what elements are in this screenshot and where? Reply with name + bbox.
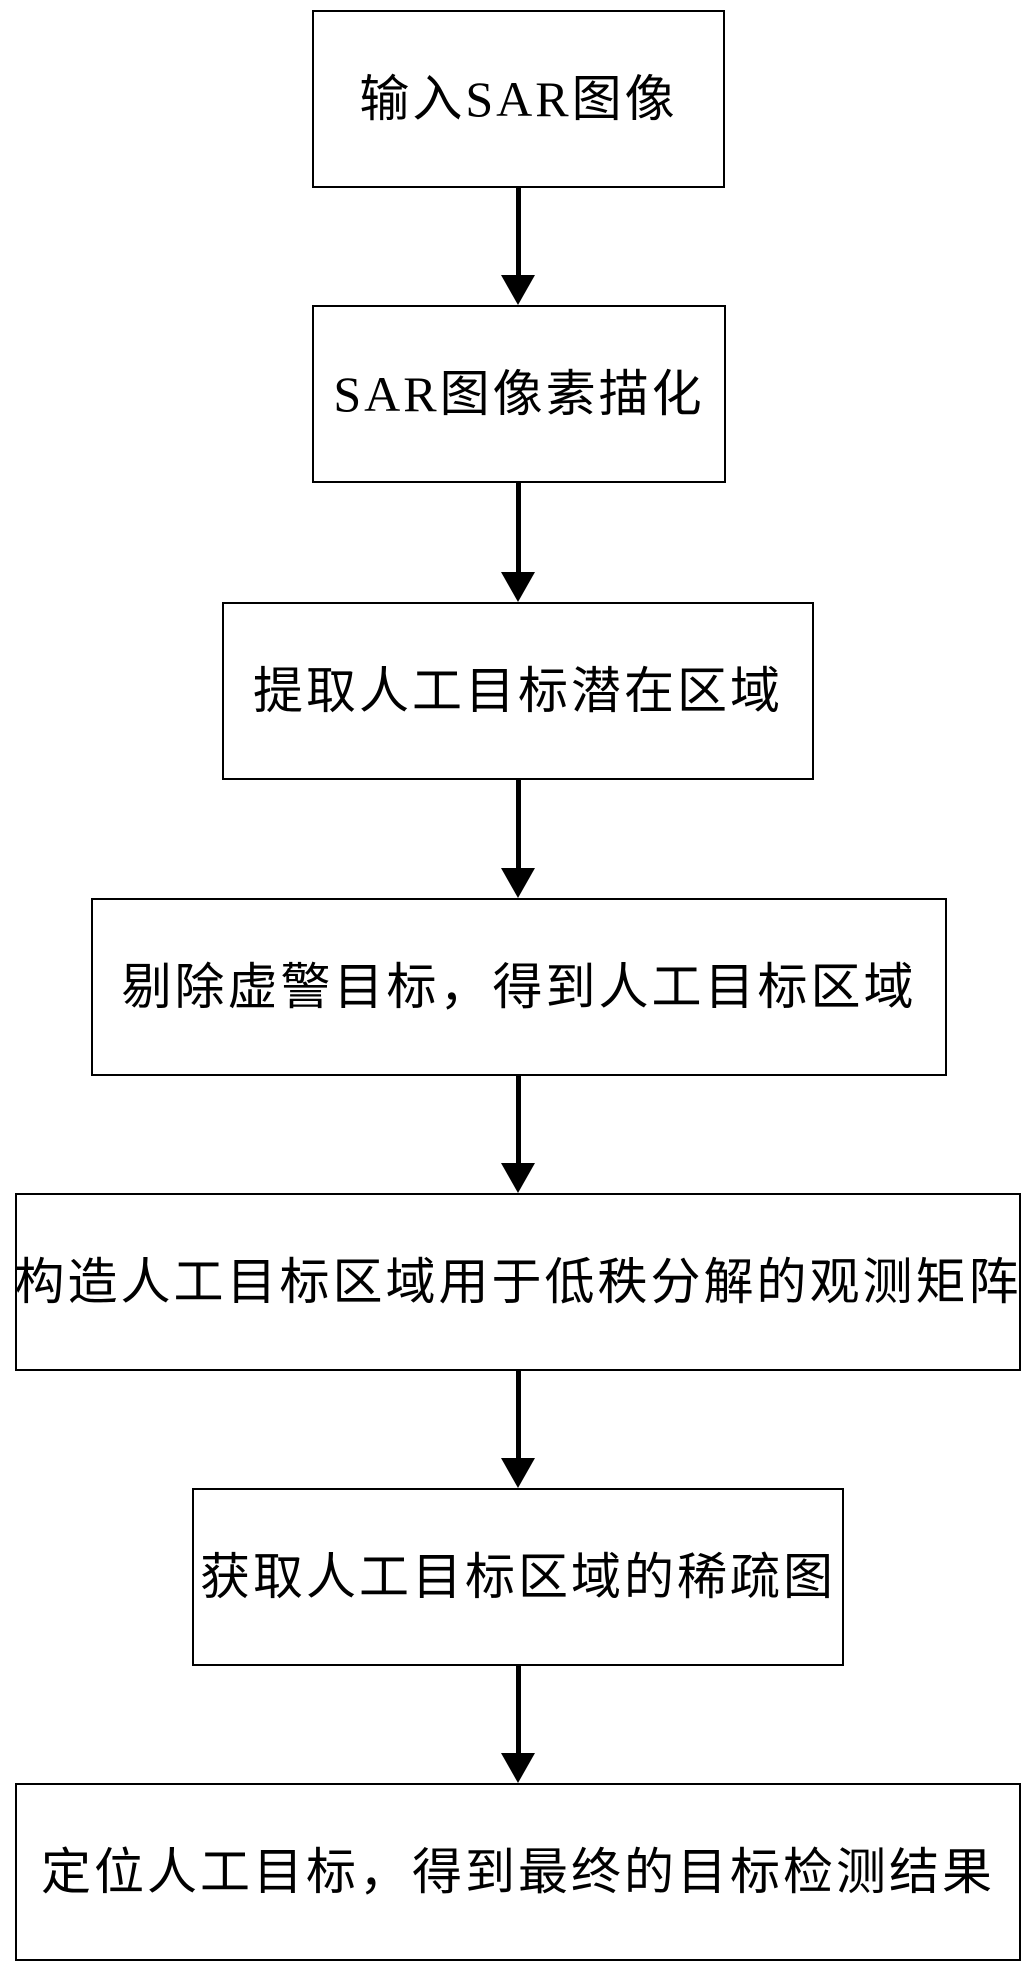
flow-node-label: 提取人工目标潜在区域 <box>253 662 783 719</box>
flow-arrow-3-4 <box>500 780 536 898</box>
flow-node-get-sparse-map: 获取人工目标区域的稀疏图 <box>192 1488 844 1666</box>
arrow-shaft <box>515 1666 521 1753</box>
arrowhead-down-icon <box>501 572 535 602</box>
flow-arrow-5-6 <box>500 1371 536 1488</box>
arrowhead-down-icon <box>501 868 535 898</box>
flow-arrow-4-5 <box>500 1076 536 1193</box>
flow-node-label: SAR图像素描化 <box>333 365 705 422</box>
flow-arrow-6-7 <box>500 1666 536 1783</box>
flow-node-sar-sketching: SAR图像素描化 <box>312 305 726 483</box>
flow-node-extract-candidate-regions: 提取人工目标潜在区域 <box>222 602 814 780</box>
flow-node-remove-false-alarms: 剔除虚警目标，得到人工目标区域 <box>91 898 947 1076</box>
flow-node-locate-targets-final-result: 定位人工目标，得到最终的目标检测结果 <box>15 1783 1021 1961</box>
arrow-shaft <box>515 188 521 275</box>
flow-node-label: 输入SAR图像 <box>359 70 678 127</box>
flow-node-label: 构造人工目标区域用于低秩分解的观测矩阵 <box>14 1253 1022 1310</box>
flow-arrow-1-2 <box>500 188 536 305</box>
flow-node-label: 获取人工目标区域的稀疏图 <box>200 1548 836 1605</box>
arrow-shaft <box>515 483 521 572</box>
arrow-shaft <box>515 780 521 868</box>
arrow-shaft <box>515 1076 521 1163</box>
arrowhead-down-icon <box>501 1753 535 1783</box>
flow-arrow-2-3 <box>500 483 536 602</box>
flow-node-input-sar-image: 输入SAR图像 <box>312 10 725 188</box>
flow-node-label: 剔除虚警目标，得到人工目标区域 <box>121 958 917 1015</box>
arrowhead-down-icon <box>501 1163 535 1193</box>
flow-node-label: 定位人工目标，得到最终的目标检测结果 <box>41 1843 995 1900</box>
arrowhead-down-icon <box>501 275 535 305</box>
arrowhead-down-icon <box>501 1458 535 1488</box>
arrow-shaft <box>515 1371 521 1458</box>
flow-node-build-observation-matrix: 构造人工目标区域用于低秩分解的观测矩阵 <box>15 1193 1021 1371</box>
